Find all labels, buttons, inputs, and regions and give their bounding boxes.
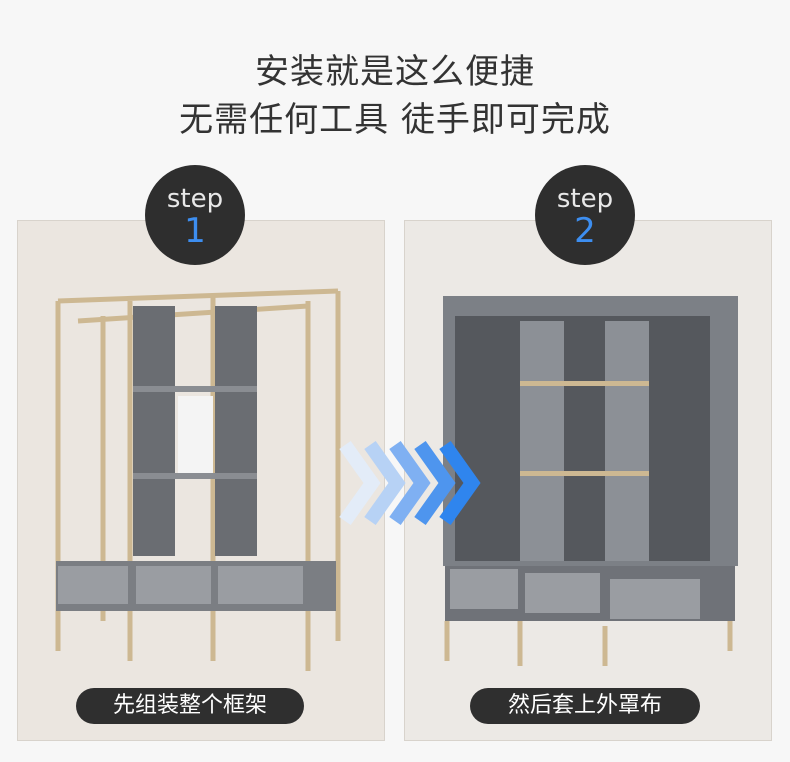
step-word: step [556,184,614,214]
step-2-caption: 然后套上外罩布 [470,688,700,724]
step-number: 1 [184,211,206,251]
step-2-panel [404,220,772,741]
step-1-badge: step 1 [145,165,245,265]
step-2-badge: step 2 [535,165,635,265]
step-number: 2 [574,211,596,251]
step-1-panel [17,220,385,741]
step-word: step [166,184,224,214]
frame-wardrobe-image [55,288,341,671]
covered-wardrobe-image [443,296,738,666]
step-1-caption: 先组装整个框架 [76,688,304,724]
headline-line-2: 无需任何工具 徒手即可完成 [179,100,611,140]
headline-line-1: 安装就是这么便捷 [255,52,535,92]
